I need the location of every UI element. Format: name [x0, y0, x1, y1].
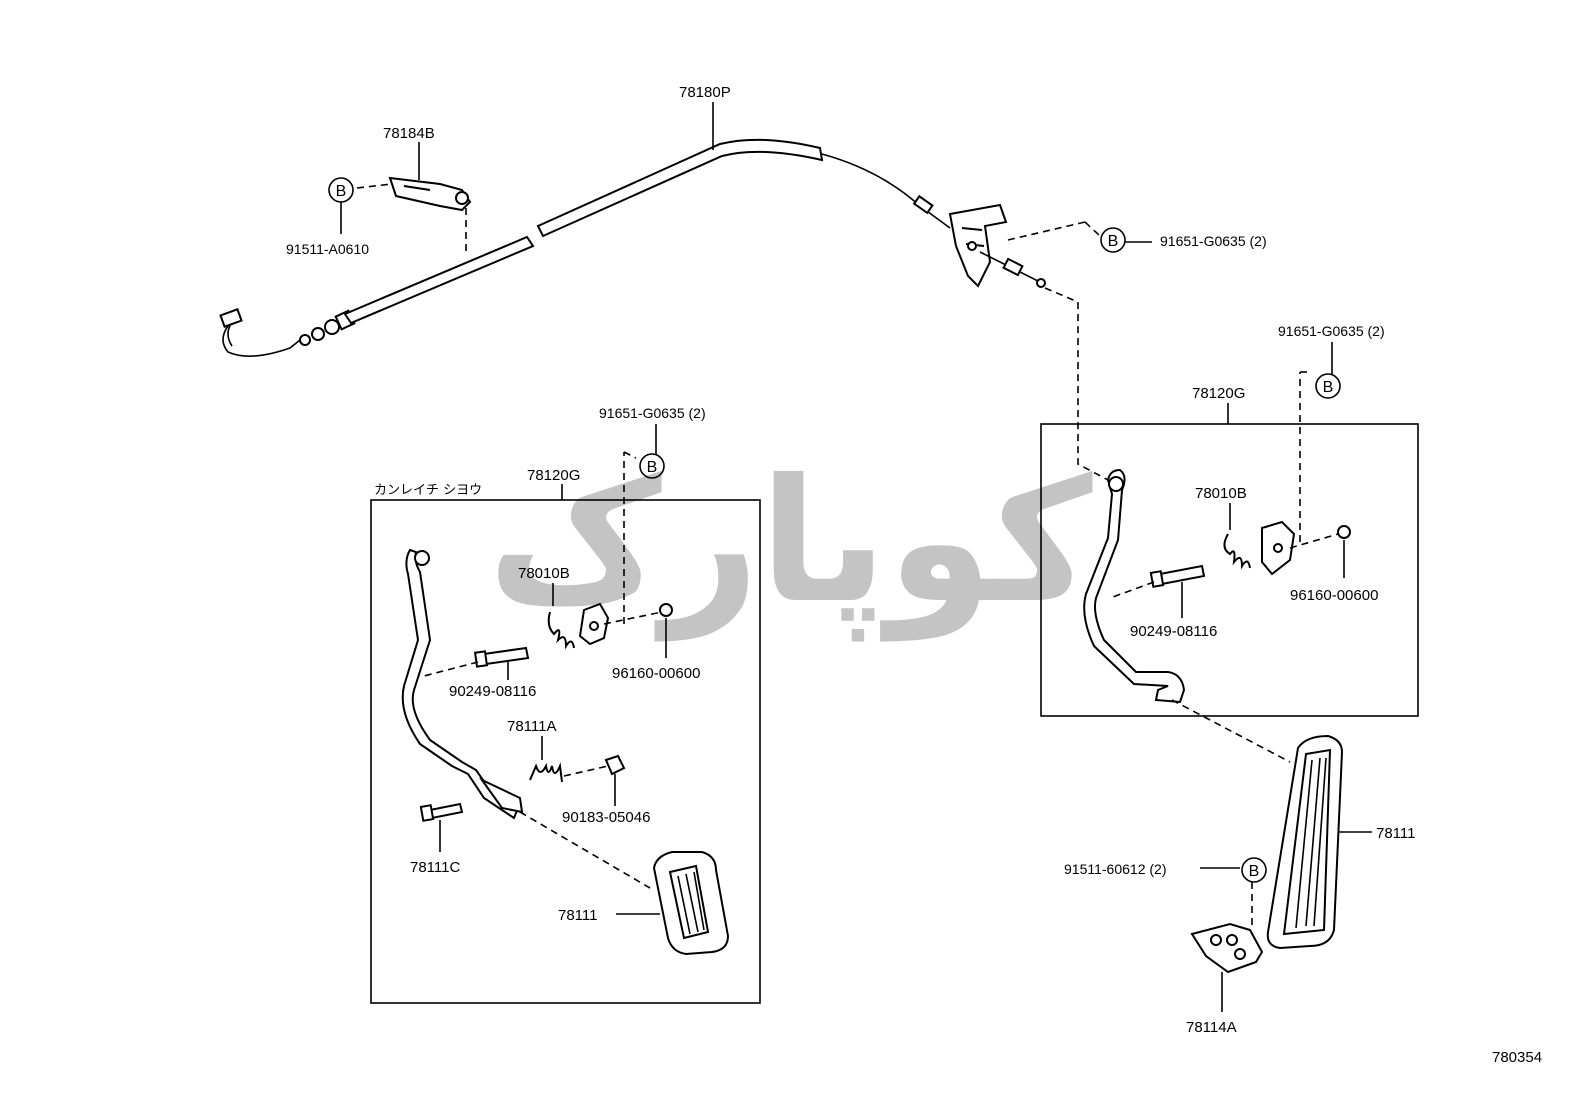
- cable-clamp: [388, 176, 472, 212]
- label-96160-00600-left: 96160-00600: [612, 665, 700, 682]
- accelerator-cable: [219, 138, 1046, 357]
- left-nut: [659, 603, 673, 617]
- label-78184b: 78184B: [383, 125, 435, 142]
- left-spring-2: [529, 762, 563, 783]
- label-91651-g0635-left: 91651-G0635 (2): [599, 405, 706, 421]
- b-marker: B: [639, 453, 665, 479]
- variant-note: カンレイチ シヨウ: [374, 483, 482, 498]
- label-90249-08116-right: 90249-08116: [1130, 623, 1217, 640]
- left-pivot-pin: [473, 646, 530, 668]
- left-bushing: [604, 754, 626, 776]
- svg-text:B: B: [1108, 233, 1119, 250]
- svg-text:B: B: [1249, 863, 1260, 880]
- pedal-hinge: [1190, 922, 1264, 974]
- label-91511-a0610: 91511-A0610: [286, 241, 369, 257]
- label-90183-05046: 90183-05046: [562, 809, 650, 826]
- svg-text:B: B: [1323, 379, 1334, 396]
- label-78010b-left: 78010B: [518, 565, 570, 582]
- label-91651-g0635-right: 91651-G0635 (2): [1278, 323, 1385, 339]
- left-pedal-bolt: [419, 802, 464, 822]
- label-78111-left: 78111: [558, 907, 598, 924]
- label-78120g-left: 78120G: [527, 467, 580, 484]
- b-marker: B: [1315, 373, 1341, 399]
- right-pedal-pad: [1266, 734, 1344, 950]
- label-78010b-right: 78010B: [1195, 485, 1247, 502]
- right-pivot-pin: [1149, 564, 1206, 588]
- right-pedal-lever: [1083, 468, 1186, 704]
- svg-text:B: B: [647, 459, 658, 476]
- label-91651-g0635-top: 91651-G0635 (2): [1160, 233, 1267, 249]
- b-marker: B: [1100, 227, 1126, 253]
- left-pedal-pad: [652, 851, 730, 956]
- label-78180p: 78180P: [679, 84, 731, 101]
- label-96160-00600-right: 96160-00600: [1290, 587, 1378, 604]
- label-78111a: 78111A: [507, 718, 557, 735]
- right-return-spring: [1223, 533, 1251, 570]
- right-nut: [1337, 525, 1351, 539]
- label-90249-08116-left: 90249-08116: [449, 683, 536, 700]
- figure-number: 780354: [1492, 1049, 1542, 1066]
- left-return-spring: [547, 611, 575, 650]
- label-78111c: 78111C: [410, 859, 460, 876]
- label-78120g-right: 78120G: [1192, 385, 1245, 402]
- label-78114a: 78114A: [1186, 1019, 1237, 1036]
- variant-box-left: [370, 499, 761, 1004]
- b-marker: B: [328, 177, 354, 203]
- b-marker: B: [1241, 857, 1267, 883]
- label-78111-right: 78111: [1376, 825, 1416, 842]
- svg-text:B: B: [336, 183, 347, 200]
- left-pedal-lever: [401, 548, 524, 820]
- label-91511-60612: 91511-60612 (2): [1064, 861, 1166, 877]
- lever-box-right: [1040, 423, 1419, 717]
